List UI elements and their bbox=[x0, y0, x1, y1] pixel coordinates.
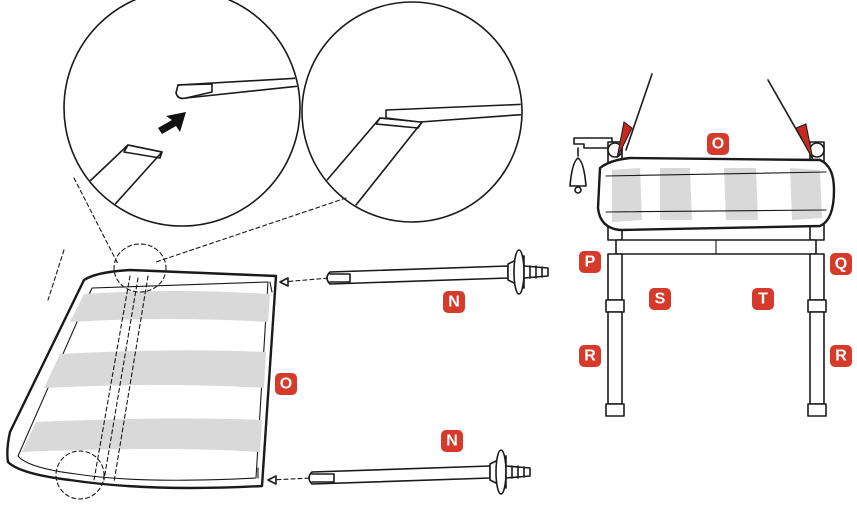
svg-text:T: T bbox=[758, 291, 768, 308]
arrow-up-right-icon bbox=[158, 112, 186, 134]
label-pin-bottom: N bbox=[441, 430, 463, 452]
svg-text:N: N bbox=[448, 294, 460, 311]
svg-text:S: S bbox=[655, 291, 666, 308]
fabric-panel-left bbox=[6, 268, 278, 490]
label-fabric-right: O bbox=[707, 133, 729, 155]
svg-text:O: O bbox=[280, 376, 292, 393]
svg-text:Q: Q bbox=[835, 256, 847, 273]
label-crossbar-right: T bbox=[752, 288, 774, 310]
detail-circle-insert bbox=[63, 0, 301, 227]
red-pointer-arrow-icon bbox=[795, 123, 814, 161]
label-pin-top: N bbox=[443, 291, 465, 313]
svg-text:N: N bbox=[446, 433, 458, 450]
svg-text:R: R bbox=[835, 348, 847, 365]
svg-text:R: R bbox=[584, 348, 596, 365]
svg-text:P: P bbox=[585, 254, 596, 271]
label-leg-left-bottom: R bbox=[579, 345, 601, 367]
label-crossbar-left: S bbox=[649, 288, 671, 310]
svg-text:O: O bbox=[712, 136, 724, 153]
label-leg-right-bottom: R bbox=[830, 345, 852, 367]
pin-rod-top bbox=[279, 249, 549, 295]
detail-circle-inserted bbox=[301, 1, 523, 223]
label-leg-right-top: Q bbox=[830, 253, 852, 275]
label-leg-left-top: P bbox=[579, 251, 601, 273]
red-pointer-arrow-icon bbox=[616, 121, 633, 159]
assembled-stand bbox=[569, 73, 836, 417]
label-fabric-left: O bbox=[275, 373, 297, 395]
pin-rod-bottom bbox=[267, 449, 531, 495]
